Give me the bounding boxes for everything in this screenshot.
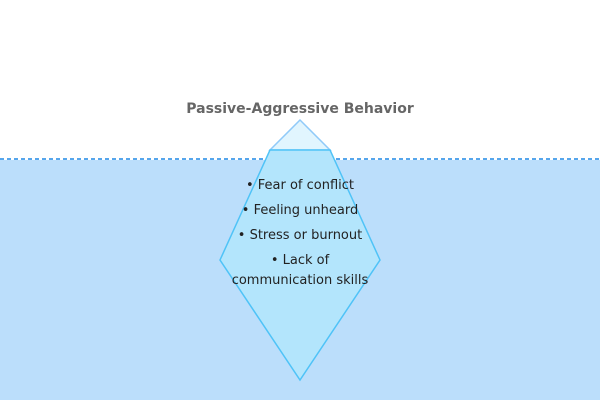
iceberg-tip [268,118,332,151]
iceberg-underwater [219,149,381,382]
cause-item: • Stress or burnout [237,228,363,243]
cause-item: • Fear of conflict [245,178,355,193]
cause-item: • Lack of communication skills [231,253,369,288]
iceberg-title: Passive-Aggressive Behavior [186,101,414,117]
cause-item: • Feeling unheard [241,203,359,218]
underlying-causes-list: • Fear of conflict • Feeling unheard • S… [225,176,375,296]
